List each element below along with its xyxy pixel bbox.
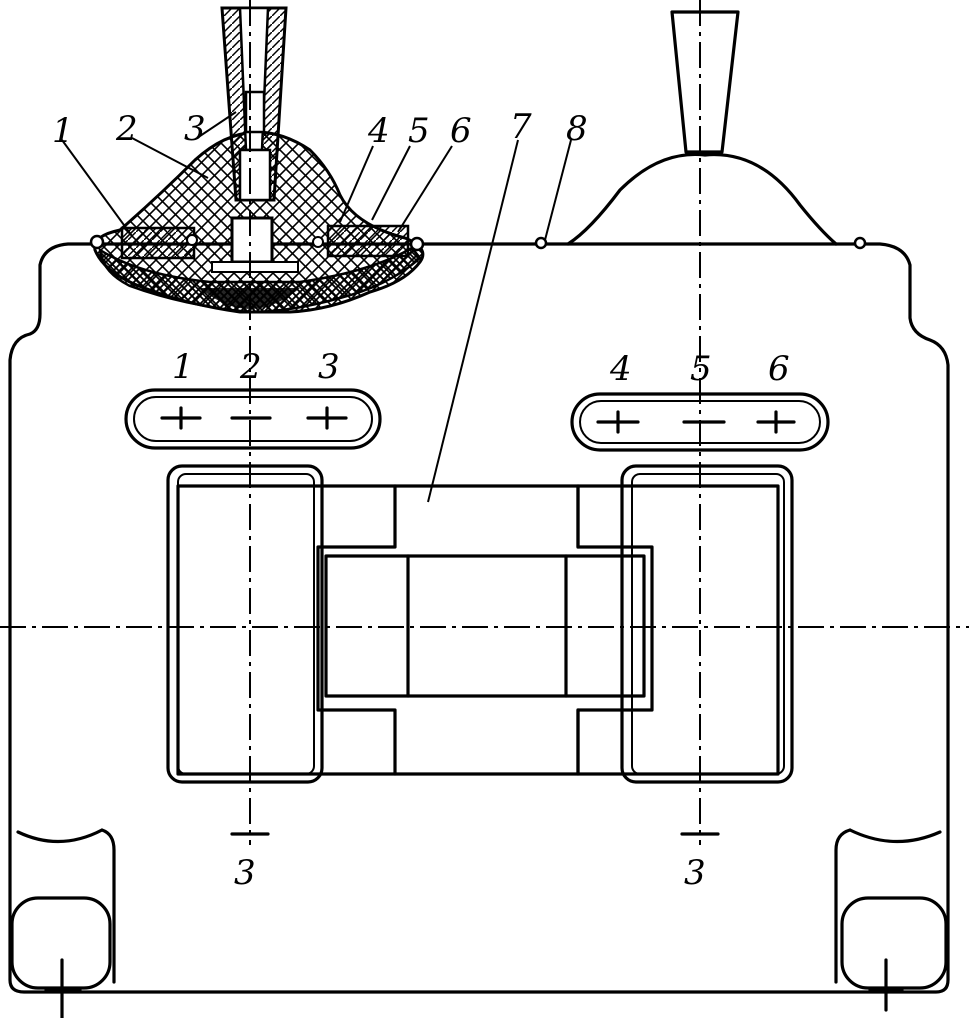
left-gimbal-inner-ring xyxy=(98,246,422,314)
contact-plate xyxy=(211,261,299,273)
right-ball-right xyxy=(853,236,867,250)
right-ball-left xyxy=(534,236,548,250)
housing-body xyxy=(8,242,950,994)
ball-socket xyxy=(230,216,274,264)
terminal-label-2: 2 xyxy=(239,347,262,387)
left-terminal-strip xyxy=(124,388,382,450)
right-foot xyxy=(840,896,948,990)
terminal-label-6: 6 xyxy=(768,349,790,389)
callout-4: 4 xyxy=(367,111,390,151)
right-foot-recess xyxy=(834,828,942,984)
axis-mark-left: 3 xyxy=(234,853,256,893)
left-hatched-block xyxy=(120,226,196,260)
callout-5: 5 xyxy=(408,111,430,151)
right-lever xyxy=(670,10,740,154)
ball-right-edge xyxy=(409,236,425,252)
callout-1: 1 xyxy=(52,111,74,151)
callout-2: 2 xyxy=(115,109,138,149)
right-hatched-block xyxy=(326,224,410,258)
left-lever-insert xyxy=(244,90,266,134)
right-gimbal-dome xyxy=(566,152,838,246)
left-foot-screw xyxy=(44,958,82,1018)
left-lever-pin xyxy=(238,148,272,202)
ball-inner-left xyxy=(186,234,198,246)
terminal-label-4: 4 xyxy=(609,349,632,389)
callout-8: 8 xyxy=(566,109,588,149)
callout-3: 3 xyxy=(184,109,206,149)
terminal-label-3: 3 xyxy=(318,347,340,387)
axis-mark-right: 3 xyxy=(684,853,706,893)
left-foot-recess xyxy=(16,828,116,984)
terminal-label-5: 5 xyxy=(690,349,712,389)
motor-assembly xyxy=(166,464,794,784)
right-foot-screw xyxy=(868,958,904,1012)
ball-inner-right xyxy=(312,236,324,248)
callout-7: 7 xyxy=(510,107,532,147)
terminal-label-1: 1 xyxy=(172,347,194,387)
callout-6: 6 xyxy=(450,111,472,151)
leader-lines xyxy=(61,111,572,503)
ball-left-edge xyxy=(89,234,105,250)
